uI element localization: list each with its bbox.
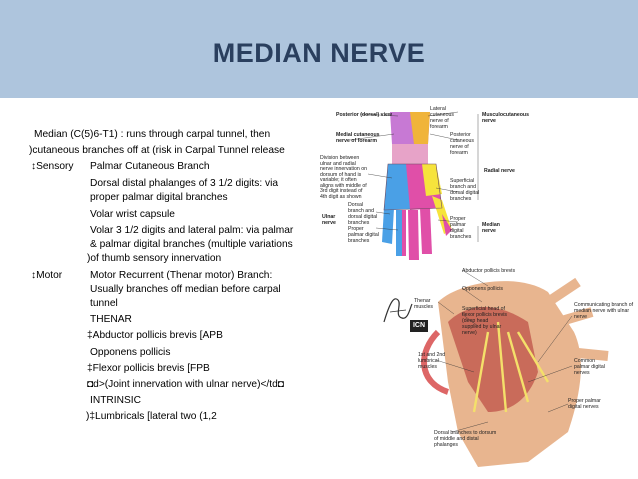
hand-dorsal-illustration [349,111,479,260]
icn-logo: ICN [410,320,428,332]
sensory-item-2a: Dorsal distal phalanges of 3 1/2 digits:… [90,178,279,189]
motor-item-1c: tunnel [90,298,118,309]
netter-signature [383,298,413,323]
medial-cutaneous-label: Medial cutaneous nerve of forearm [336,132,380,144]
proper-palmar-left-label: Proper palmar digital branches [348,226,379,244]
abductor-pollicis-label: Abductor pollicis brevis [462,268,516,274]
sensory-item-3: Volar wrist capsule [90,209,175,220]
thenar-muscles-label: Thenar muscles [414,298,434,310]
intrinsic-heading: INTRINSIC [90,395,141,406]
sensory-item-1: Palmar Cutaneous Branch [90,161,210,172]
motor-item-1b: Usually branches off median before carpa… [90,284,281,295]
division-note-label: Division between ulnar and radial nerve … [320,155,368,200]
dorsal-branches-label: Dorsal branches to dorsum of middle and … [434,430,497,448]
common-palmar-digital-label: Common palmar digital nerves [574,358,605,376]
dorsal-branch-label: Dorsal branch and dorsal digital branche… [348,202,378,226]
palm-muscle-illustration [421,269,609,467]
musculocutaneous-label: Musculocutaneous nerve [482,112,529,124]
motor-item-1a: Motor Recurrent (Thenar motor) Branch: [90,270,273,281]
sensory-item-4a: Volar 3 1/2 digits and lateral palm: via… [90,225,294,236]
hand-innervation-figure: Posterior (dorsal) view Lateral cutaneou… [318,104,638,264]
thenar-item-fpb: ‡Flexor pollicis brevis [FPB [87,363,210,374]
thenar-heading: THENAR [90,314,132,325]
thenar-item-opponens: Opponens pollicis [90,347,171,358]
intro-line-2: )cutaneous branches off at (risk in Carp… [29,145,285,156]
posterior-cutaneous-label: Posterior cutaneous nerve of forearm [450,132,474,156]
proper-palmar-digital-label: Proper palmar digital nerves [568,398,601,410]
superficial-branch-label: Superficial branch and dorsal digital br… [450,178,480,202]
thenar-item-joint: ◘d>(Joint innervation with ulnar nerve)<… [87,379,284,390]
posterior-view-label: Posterior (dorsal) view [336,112,392,118]
communicating-branch-label: Communicating branch of median nerve wit… [574,302,634,320]
proper-palmar-right-label: Proper palmar digital branches [450,216,472,240]
ulnar-nerve-label: Ulnar nerve [322,214,336,226]
sensory-item-4b: & palmar digital branches (multiple vari… [90,239,293,250]
intrinsic-item-lumbricals: )‡Lumbricals [lateral two (1,2 [86,411,217,422]
palm-muscle-figure: Abductor pollicis brevis Opponens pollic… [378,262,638,474]
radial-nerve-label: Radial nerve [484,168,515,174]
intro-line-1: Median (C(5)6-T1) : runs through carpal … [34,129,271,140]
superficial-head-fpb-label: Superficial head of flexor pollicis brev… [462,306,507,336]
thenar-item-apb: ‡Abductor pollicis brevis [APB [87,330,223,341]
opponens-pollicis-label: Opponens pollicis [462,286,503,292]
motor-heading: ↕Motor [31,270,63,281]
sensory-item-4c: )of thumb sensory innervation [87,253,222,264]
median-nerve-label: Median nerve [482,222,500,234]
sensory-heading: ↕Sensory [31,161,74,172]
title-banner [0,0,638,98]
lateral-cutaneous-label: Lateral cutaneous nerve of forearm [430,106,454,130]
page-title: MEDIAN NERVE [212,38,426,68]
lumbrical-muscles-label: 1st and 2nd lumbrical muscles [418,352,446,370]
sensory-item-2b: proper palmar digital branches [90,192,228,203]
